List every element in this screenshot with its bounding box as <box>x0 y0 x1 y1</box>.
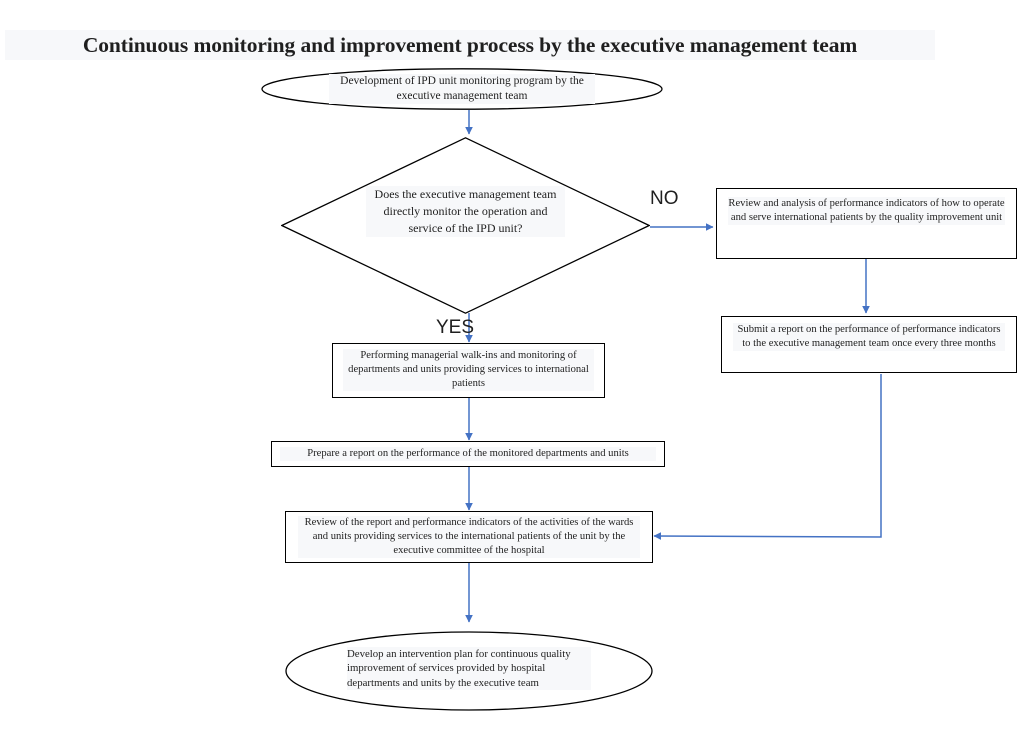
node-decision-diamond[interactable]: Does the executive management team direc… <box>281 137 650 314</box>
node-end-oval[interactable]: Develop an intervention plan for continu… <box>285 631 653 711</box>
page-title: Continuous monitoring and improvement pr… <box>82 33 858 57</box>
node-start-oval[interactable]: Development of IPD unit monitoring progr… <box>261 68 663 110</box>
node-review-report-box[interactable]: Review of the report and performance ind… <box>285 511 653 563</box>
node-end-oval-label: Develop an intervention plan for continu… <box>347 647 591 690</box>
node-prepare-report-label: Prepare a report on the performance of t… <box>280 447 656 461</box>
node-review-report-label: Review of the report and performance ind… <box>298 516 640 558</box>
title-background-band <box>5 30 935 60</box>
node-review-analysis-box[interactable]: Review and analysis of performance indic… <box>716 188 1017 259</box>
node-start-oval-label: Development of IPD unit monitoring progr… <box>329 74 595 105</box>
branch-label-yes: YES <box>436 317 475 338</box>
node-prepare-report-box[interactable]: Prepare a report on the performance of t… <box>271 441 665 467</box>
node-walkins-label: Performing managerial walk-ins and monit… <box>343 349 594 391</box>
node-decision-diamond-label: Does the executive management team direc… <box>366 186 565 238</box>
node-submit-report-box[interactable]: Submit a report on the performance of pe… <box>721 316 1017 373</box>
branch-label-no: NO <box>650 188 679 209</box>
node-submit-report-label: Submit a report on the performance of pe… <box>733 323 1005 351</box>
edge-submit-to-review-report <box>653 374 882 540</box>
node-review-analysis-label: Review and analysis of performance indic… <box>728 197 1005 225</box>
node-walkins-box[interactable]: Performing managerial walk-ins and monit… <box>332 343 605 398</box>
